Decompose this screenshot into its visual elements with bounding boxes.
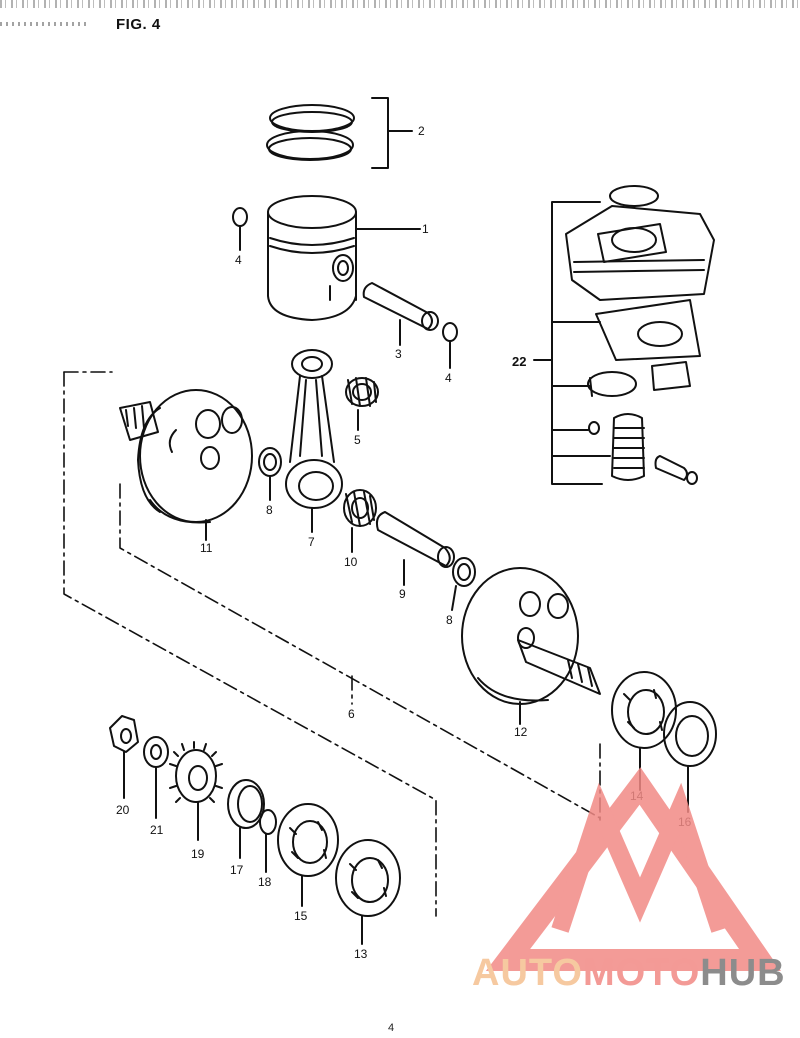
piston-pin-clips bbox=[232, 207, 458, 369]
callout-3: 3 bbox=[395, 347, 402, 361]
callout-15: 15 bbox=[294, 909, 308, 923]
callout-18: 18 bbox=[258, 875, 272, 889]
oil-seal-16 bbox=[663, 701, 717, 813]
small-end-bearing bbox=[345, 377, 379, 431]
piston bbox=[267, 195, 421, 321]
thrust-washer-right bbox=[451, 557, 476, 611]
callout-9: 9 bbox=[399, 587, 406, 601]
callout-1: 1 bbox=[422, 222, 429, 236]
callout-12: 12 bbox=[514, 725, 528, 739]
callout-19: 19 bbox=[191, 847, 205, 861]
piston-rings bbox=[266, 97, 413, 169]
callout-20: 20 bbox=[116, 803, 130, 817]
callout-8-left: 8 bbox=[266, 503, 273, 517]
callout-4-right: 4 bbox=[445, 371, 452, 385]
crankshaft-right bbox=[461, 567, 601, 725]
callout-21: 21 bbox=[150, 823, 164, 837]
watermark-text-part1: AUTO bbox=[472, 952, 583, 994]
callout-11: 11 bbox=[200, 541, 213, 555]
watermark-text: AUTOMOTOHUB bbox=[472, 952, 786, 995]
scan-noise-left bbox=[0, 22, 90, 26]
callout-17: 17 bbox=[230, 863, 244, 877]
callout-13: 13 bbox=[354, 947, 368, 961]
spacer-17 bbox=[227, 779, 265, 859]
piston-pin bbox=[362, 282, 439, 346]
watermark-logo bbox=[485, 767, 781, 971]
callout-6: 6 bbox=[348, 707, 355, 721]
o-ring-18 bbox=[259, 809, 277, 873]
watermark-text-part2: MOTO bbox=[582, 952, 701, 994]
figure-label: FIG. 4 bbox=[116, 16, 161, 33]
crank-pin bbox=[375, 511, 455, 586]
crank-bearing-13 bbox=[335, 839, 401, 945]
washer-21 bbox=[143, 736, 169, 819]
crank-bearing-14 bbox=[611, 671, 677, 791]
callout-7: 7 bbox=[308, 535, 315, 549]
nut-20 bbox=[109, 715, 139, 799]
crank-bearing-15 bbox=[277, 803, 339, 907]
callout-5: 5 bbox=[354, 433, 361, 447]
thrust-washer-left bbox=[258, 447, 282, 501]
connecting-rod bbox=[285, 349, 343, 533]
callout-2: 2 bbox=[418, 124, 425, 138]
watermark-text-part3: HUB bbox=[700, 952, 786, 994]
page-number: 4 bbox=[388, 1022, 395, 1034]
callout-10: 10 bbox=[344, 555, 358, 569]
scan-noise-top bbox=[0, 0, 800, 8]
cylinder-kit bbox=[533, 185, 715, 485]
primary-gear-19 bbox=[169, 741, 223, 841]
callout-8-right: 8 bbox=[446, 613, 453, 627]
big-end-bearing bbox=[343, 489, 377, 553]
callout-4-left: 4 bbox=[235, 253, 242, 267]
callout-22: 22 bbox=[512, 354, 526, 369]
crankshaft-left bbox=[119, 389, 253, 541]
